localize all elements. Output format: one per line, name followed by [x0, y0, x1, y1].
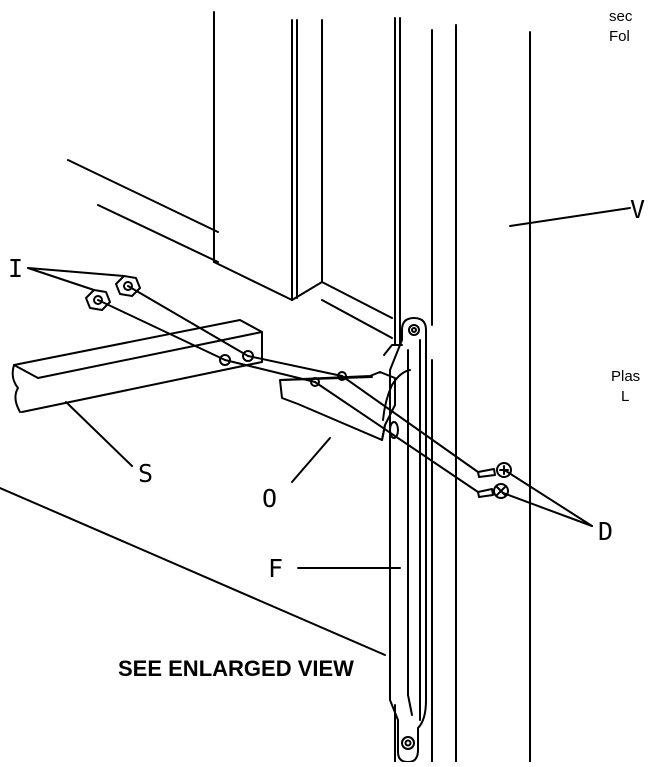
screws-D: [477, 462, 512, 499]
support-S: [11, 319, 263, 413]
leader-lines: [27, 207, 631, 569]
clipped-text-top-1: sec: [609, 8, 633, 25]
flange-F: [383, 317, 427, 763]
callout-D: D: [598, 517, 613, 546]
callout-S: S: [138, 459, 153, 488]
bracket-O: [279, 369, 411, 441]
clipped-text-mid-1: Plas: [611, 368, 640, 385]
clipped-text-top-2: Fol: [609, 28, 630, 45]
rear-post: [213, 11, 323, 301]
callout-F: F: [268, 554, 283, 583]
callout-O: O: [262, 484, 277, 513]
assembly-lines: [97, 285, 479, 493]
callout-I: I: [8, 254, 23, 283]
cabinet-panel-lines: [0, 159, 393, 656]
enlarged-view-caption: SEE ENLARGED VIEW: [118, 656, 354, 681]
nuts-I: [85, 275, 141, 311]
clipped-text-mid-2: L: [621, 388, 629, 405]
front-frame-lines: [394, 17, 531, 763]
callout-V: V: [630, 195, 645, 224]
